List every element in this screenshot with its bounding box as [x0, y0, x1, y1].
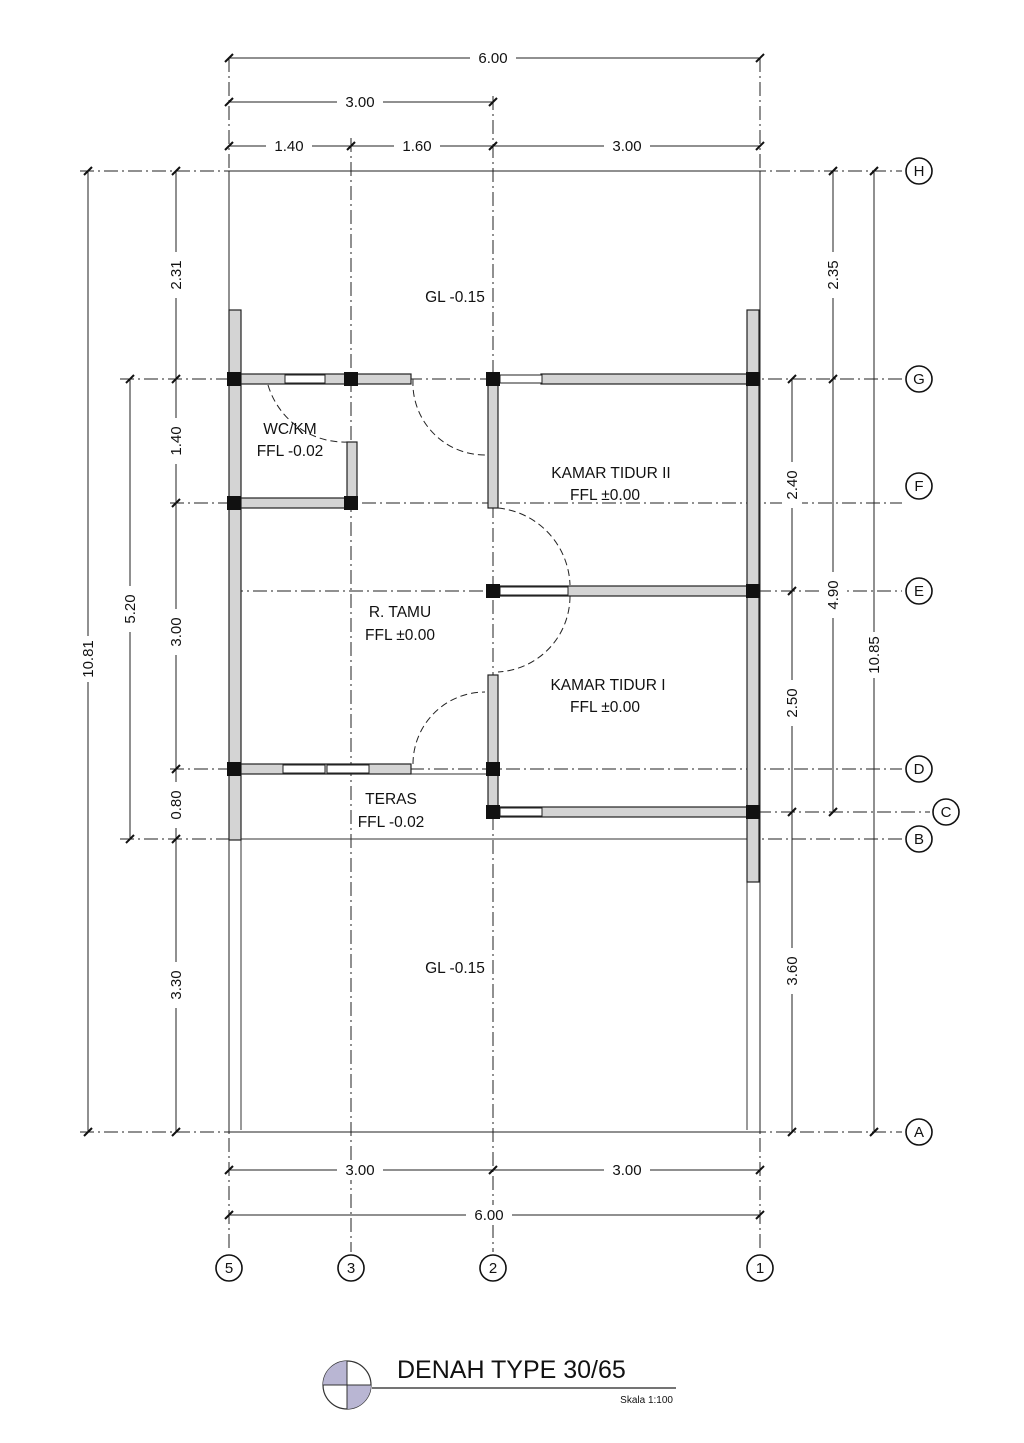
grid-lines: [80, 58, 930, 1252]
grid-bubble-row-e: E: [905, 577, 933, 605]
svg-text:B: B: [914, 831, 924, 848]
grid-bubble-row-c: C: [932, 798, 960, 826]
site-outline: [228, 170, 761, 1133]
svg-text:D: D: [914, 761, 925, 778]
room-labels: GL -0.15 WC/KM FFL -0.02 KAMAR TIDUR II …: [257, 289, 671, 977]
label-kamar1-name: KAMAR TIDUR I: [550, 677, 665, 694]
svg-text:1: 1: [756, 1260, 764, 1277]
windows: [282, 374, 569, 817]
dim-right-seg-1: 2.35: [825, 260, 842, 289]
label-teras-level: FFL -0.02: [358, 814, 425, 831]
label-tamu-name: R. TAMU: [369, 604, 431, 621]
dim-right-seg-2: 2.40: [784, 470, 801, 499]
grid-bubbles: H G F E D C B A: [215, 157, 960, 1282]
drawing-scale: Skala 1:100: [620, 1395, 673, 1406]
dim-right-seg-4: 3.60: [784, 956, 801, 985]
dim-top-seg-2: 1.60: [402, 138, 431, 155]
drawing-title: DENAH TYPE 30/65: [397, 1356, 626, 1384]
dim-right-seg-3: 2.50: [784, 688, 801, 717]
walls: [228, 309, 760, 883]
label-tamu-level: FFL ±0.00: [365, 627, 435, 644]
label-kamar2-name: KAMAR TIDUR II: [551, 465, 670, 482]
columns: [227, 372, 760, 819]
svg-text:F: F: [914, 478, 923, 495]
grid-bubble-col-1: 1: [746, 1254, 774, 1282]
label-kamar1-level: FFL ±0.00: [570, 699, 640, 716]
dim-left-seg-5: 3.30: [168, 970, 185, 999]
title-block: DENAH TYPE 30/65 Skala 1:100: [322, 1356, 676, 1410]
dim-left-mid: 5.20: [122, 594, 139, 623]
dim-left-total: 10.81: [80, 640, 97, 678]
dim-left-seg-1: 2.31: [168, 260, 185, 289]
grid-bubble-col-5: 5: [215, 1254, 243, 1282]
dim-bottom-right: 3.00: [612, 1162, 641, 1179]
dim-top-total: 6.00: [478, 50, 507, 67]
dimension-lines: [83, 53, 879, 1220]
dim-top-half: 3.00: [345, 94, 374, 111]
svg-text:5: 5: [225, 1260, 233, 1277]
grid-bubble-row-f: F: [905, 472, 933, 500]
svg-text:H: H: [914, 163, 925, 180]
label-kamar2-level: FFL ±0.00: [570, 487, 640, 504]
dim-right-total: 10.85: [866, 636, 883, 674]
grid-bubble-row-h: H: [905, 157, 933, 185]
label-teras-name: TERAS: [365, 791, 417, 808]
grid-bubble-col-2: 2: [479, 1254, 507, 1282]
label-garden-bottom: GL -0.15: [425, 960, 485, 977]
north-symbol-icon: [322, 1360, 372, 1410]
dimension-labels: 6.00 3.00 1.40 1.60 3.00 3.00 3.00 6.00 …: [78, 48, 884, 1225]
grid-bubble-col-3: 3: [337, 1254, 365, 1282]
dim-top-seg-1: 1.40: [274, 138, 303, 155]
grid-bubble-row-g: G: [905, 365, 933, 393]
label-wc-level: FFL -0.02: [257, 443, 324, 460]
svg-text:A: A: [914, 1124, 924, 1141]
svg-text:C: C: [941, 804, 952, 821]
grid-bubble-row-a: A: [905, 1118, 933, 1146]
svg-text:E: E: [914, 583, 924, 600]
svg-text:G: G: [913, 371, 925, 388]
dim-bottom-total: 6.00: [474, 1207, 503, 1224]
grid-bubble-row-b: B: [905, 825, 933, 853]
grid-bubble-row-d: D: [905, 755, 933, 783]
dim-left-seg-4: 0.80: [168, 790, 185, 819]
dim-top-seg-3: 3.00: [612, 138, 641, 155]
label-wc-name: WC/KM: [263, 421, 316, 438]
svg-text:3: 3: [347, 1260, 355, 1277]
label-garden-top: GL -0.15: [425, 289, 485, 306]
doors: [267, 378, 571, 775]
dim-left-seg-2: 1.40: [168, 426, 185, 455]
dim-left-seg-3: 3.00: [168, 617, 185, 646]
dim-right-mid: 4.90: [825, 580, 842, 609]
dim-bottom-left: 3.00: [345, 1162, 374, 1179]
svg-text:2: 2: [489, 1260, 497, 1277]
